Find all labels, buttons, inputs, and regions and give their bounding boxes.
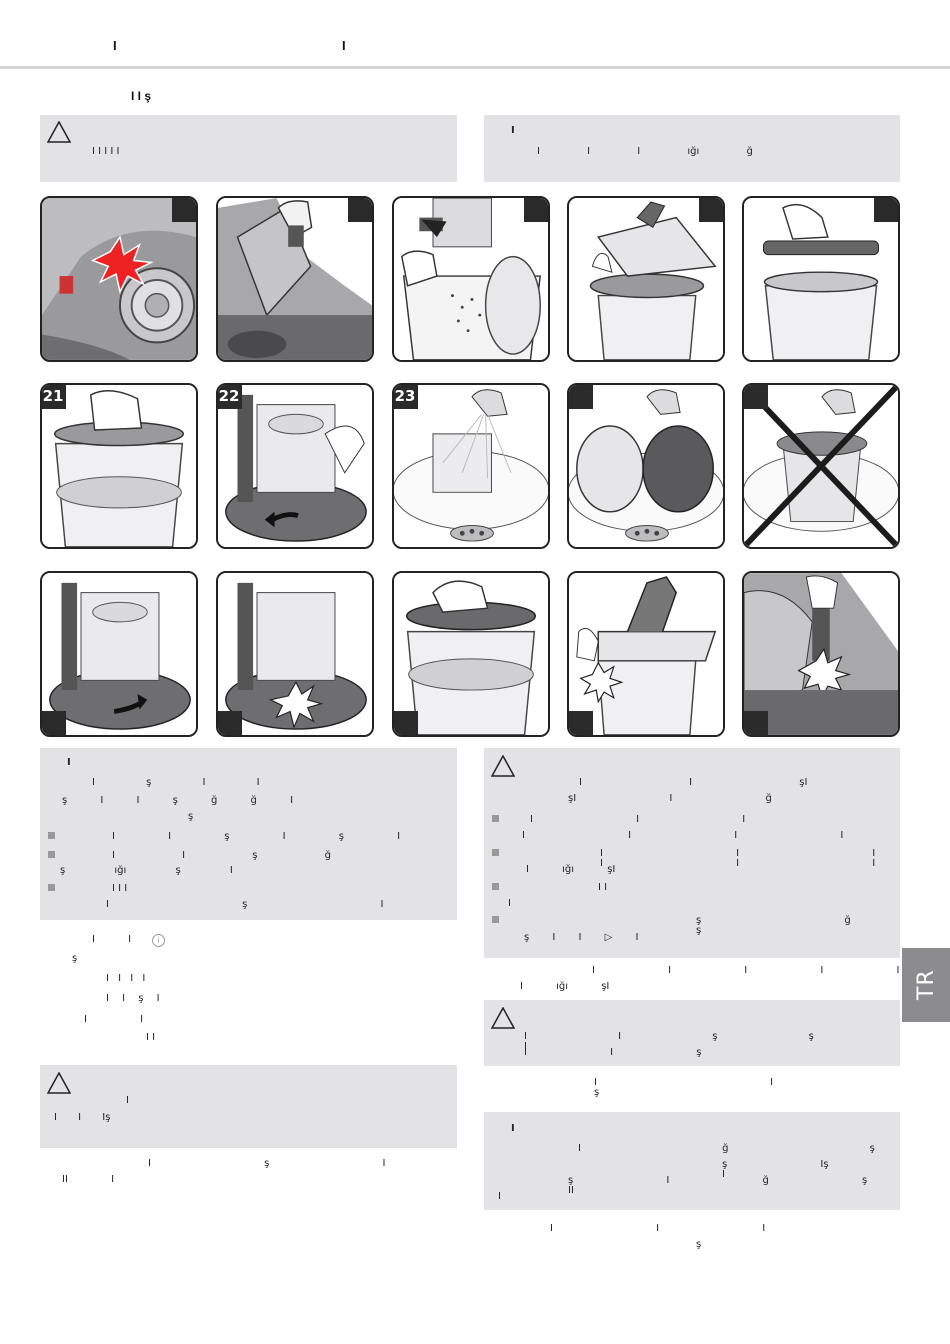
language-tab: TR [902,948,950,1022]
step-number [348,198,372,222]
box-line: I ığı şI [526,864,616,875]
step-number [172,198,196,222]
step-number: 21 [42,385,66,409]
text-line: I I ş [594,1077,774,1098]
box-line: I I I [530,814,746,825]
box-line: ş ığı ş I [60,865,233,876]
section-heading: I I ş [131,89,152,103]
step-number [569,385,593,409]
step-panel-row1-3 [392,196,550,362]
box-line: I I ş I ş I [112,831,401,842]
step-panel-row3-1 [40,571,198,737]
box-line: I I [598,882,608,893]
warning-box-low-left: I I I Iş [40,1065,457,1148]
text-line: I I I I I [592,965,900,976]
warning-triangle-icon [491,755,515,777]
bullet [492,849,499,856]
box-line: ş I I ş ğ ğ I [62,795,294,806]
text-line: I ığı şI [520,981,610,992]
text-line: I I I I [106,973,146,984]
bullet [48,832,55,839]
text-line: I I [84,1014,144,1025]
box-line: I ş I [106,899,384,910]
box-line: ş I ğ ş II [568,1175,868,1196]
box-line: I I ş ğ [112,850,331,861]
step-panel-row1-5 [742,196,900,362]
box-line: ş ğ ş [696,915,851,936]
warning-box-mid-right: I I şI şI I ğ I I I I I I I I I I I I I … [484,748,900,958]
header-divider [0,66,950,69]
step-number: 22 [218,385,242,409]
step-panel-row3-3 [392,571,550,737]
step-panel-row2-4 [567,383,725,549]
header-glyph-1: I [113,38,117,53]
bullet [48,851,55,858]
header-glyph-2: I [342,38,346,53]
step-number [874,198,898,222]
bullet [492,916,499,923]
text-line: ş [696,1239,702,1250]
step-number [744,711,768,735]
step-number [394,711,418,735]
step-number [699,198,723,222]
step-panel-row3-4 [567,571,725,737]
step-panel-row2-5 [742,383,900,549]
box-line: ş Iş I [722,1159,829,1180]
info-box-low-right: I I ğ ş ş Iş I ş I ğ ş II I [484,1112,900,1210]
step-panel-row2-3: 23 [392,383,550,549]
step-number [42,711,66,735]
box-title: I [511,1123,515,1134]
box-text: I I I ığı ğ [537,146,753,157]
box-title: I [67,757,71,768]
step-number [218,711,242,735]
text-line: I I ş I [106,993,160,1004]
language-tab-label: TR [914,969,939,1000]
box-line: ş I I ▷ I [524,932,639,943]
text-line: I ş I ğ [148,1158,505,1169]
step-panel-row1-1 [40,196,198,362]
step-number [569,711,593,735]
note-box-top-right: I I I I ığı ğ [484,115,900,182]
step-panel-row3-2 [216,571,374,737]
step-number [744,385,768,409]
warning-box-right-2: I I ş ş I I I ş [484,1000,900,1066]
text-line: ş [72,953,78,964]
text-line: I I [92,934,132,945]
box-line: I [498,1191,501,1202]
box-line: I I I [112,883,128,894]
box-line: I [508,898,511,909]
text-line: I I [146,1032,156,1043]
warning-box-top-left: I I I I I [40,115,457,182]
box-line: I I ş ş I [524,1031,814,1052]
box-line: I I ş [524,1047,702,1058]
info-box-mid-left: I I ş I I ş I I ş ğ ğ I ş I I ş I ş I I … [40,748,457,920]
bullet [492,883,499,890]
text-line: I I I [550,1223,766,1234]
box-line: I I şI [579,777,808,788]
step-number: 23 [394,385,418,409]
box-text: I I I I I [92,146,120,157]
box-line: I [126,1095,129,1106]
box-line: I I I I I I [600,848,876,869]
box-line: şI I ğ [568,793,772,804]
bullet [48,884,55,891]
step-panel-row1-2 [216,196,374,362]
bullet [492,815,499,822]
warning-triangle-icon [47,1072,71,1094]
step-panel-row3-5 [742,571,900,737]
info-circle-icon: i [152,934,165,947]
step-panel-row2-2: 22 [216,383,374,549]
box-title: I [511,125,515,136]
warning-triangle-icon [491,1007,515,1029]
box-line: I I Iş [54,1112,111,1123]
box-line: I ğ ş [578,1143,875,1154]
step-panel-row2-1: 21 [40,383,198,549]
box-line: I ş I I [92,777,260,788]
step-panel-row1-4 [567,196,725,362]
box-line: I I I I [522,830,844,841]
warning-triangle-icon [47,121,71,143]
box-line: ş [188,811,194,822]
step-number [524,198,548,222]
text-line: II I [62,1174,115,1185]
